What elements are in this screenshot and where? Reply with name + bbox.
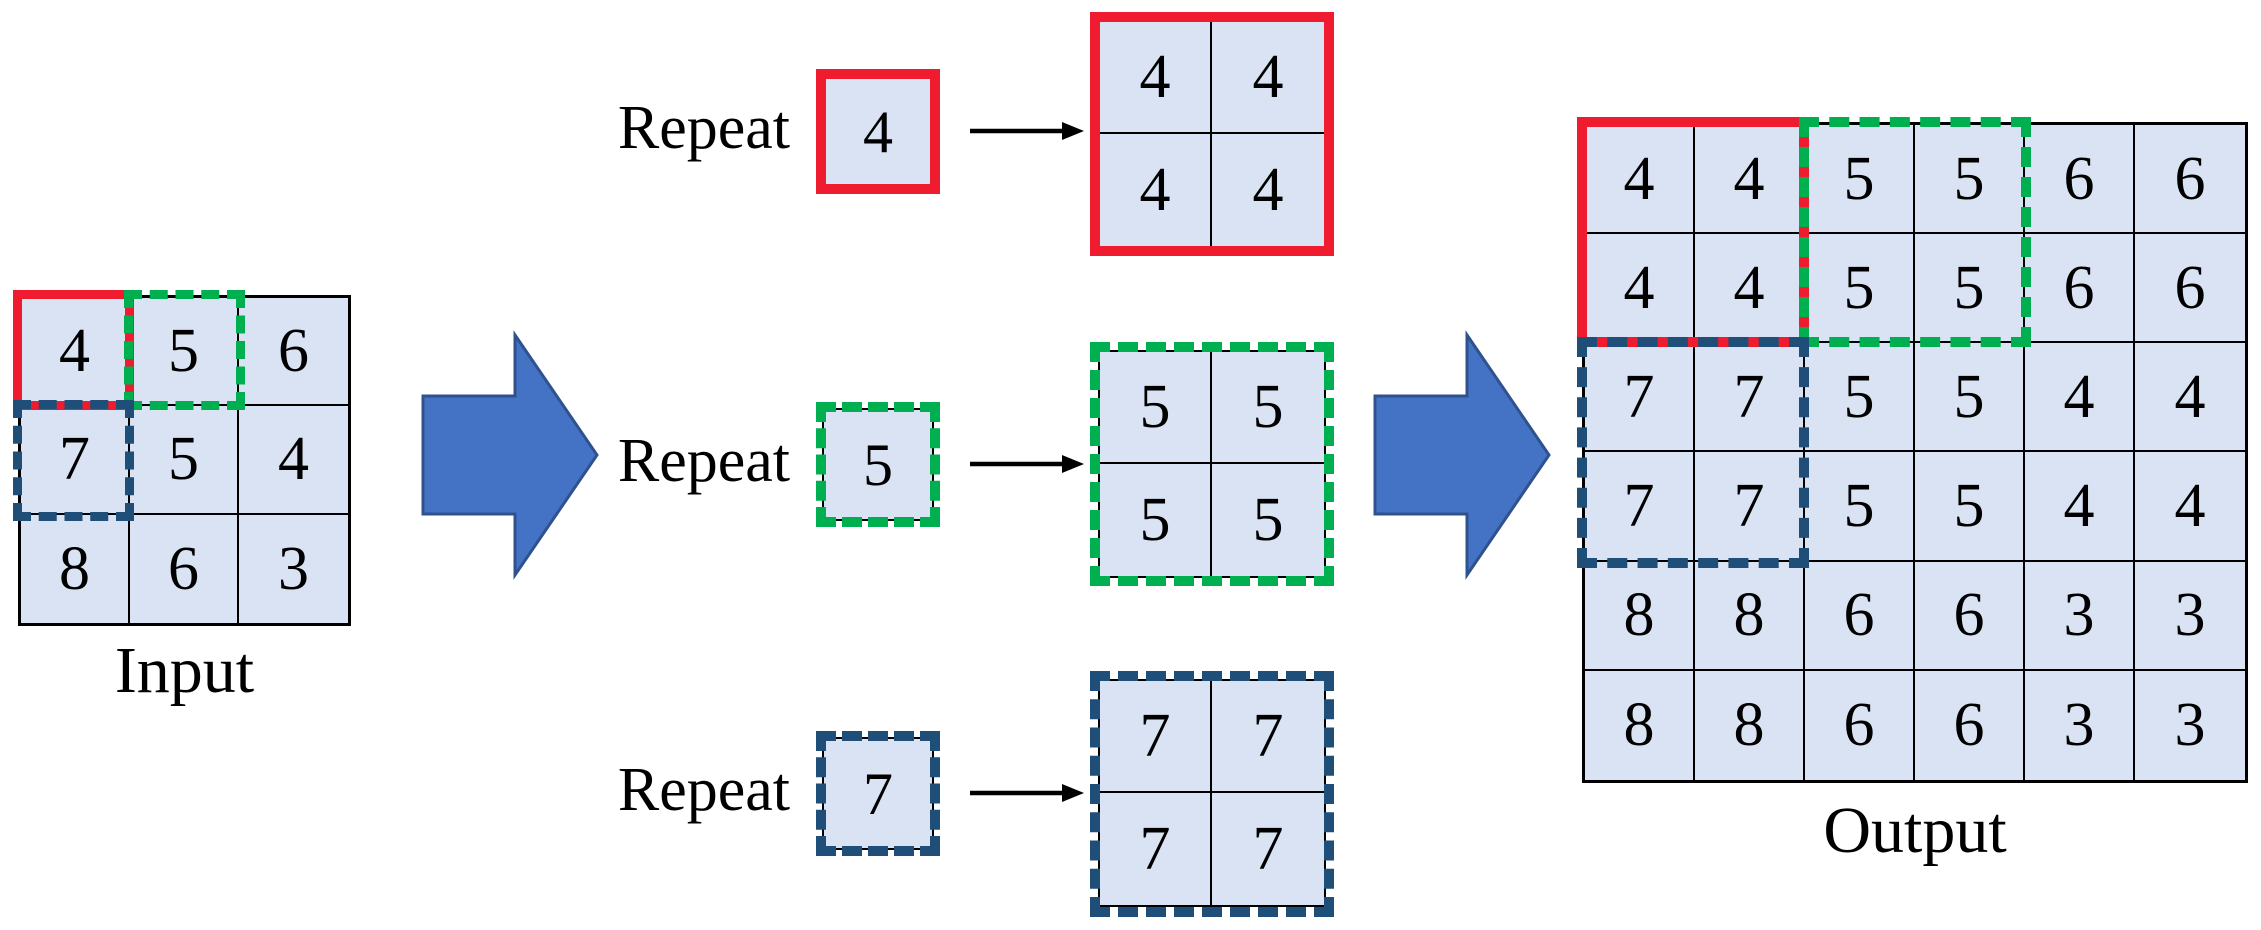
- grid-cell: 6: [1915, 561, 2025, 671]
- grid-cell: 4: [1585, 234, 1695, 344]
- repeat-source-cell: 4: [816, 69, 940, 194]
- grid-cell: 4: [1212, 22, 1324, 134]
- grid-cell: 6: [2135, 234, 2245, 344]
- grid-cell: 7: [1695, 452, 1805, 562]
- grid-cell: 6: [130, 514, 239, 623]
- grid-cell: 4: [1585, 125, 1695, 235]
- repeat-source-cell: 7: [816, 731, 940, 856]
- block-arrow-icon: [1373, 330, 1551, 580]
- grid-cell: 3: [2135, 670, 2245, 780]
- grid-cell: 6: [1915, 670, 2025, 780]
- input-label: Input: [114, 634, 255, 707]
- grid-cell: 8: [1585, 561, 1695, 671]
- grid-cell: 4: [1100, 22, 1212, 134]
- repeat-label: Repeat: [617, 94, 790, 162]
- source-cell-value: 5: [863, 431, 893, 498]
- grid-cell: 4: [1695, 234, 1805, 344]
- grid-cell: 5: [130, 298, 239, 407]
- grid-cell: 3: [2135, 561, 2245, 671]
- grid-cell: 3: [2025, 561, 2135, 671]
- grid-cell: 3: [239, 514, 348, 623]
- grid-cell: 5: [1915, 234, 2025, 344]
- grid-cell: 5: [1100, 464, 1212, 576]
- grid-cell: 4: [2135, 343, 2245, 453]
- grid-cell: 6: [2025, 234, 2135, 344]
- grid-cell: 5: [1915, 343, 2025, 453]
- grid-cell: 5: [1212, 352, 1324, 464]
- grid-cell: 7: [1212, 793, 1324, 905]
- grid-cell: 8: [21, 514, 130, 623]
- grid-cell: 8: [1585, 670, 1695, 780]
- grid-cell: 6: [239, 298, 348, 407]
- grid-cell: 7: [1100, 793, 1212, 905]
- repeat-source-cell: 5: [816, 402, 940, 527]
- grid-cell: 4: [1695, 125, 1805, 235]
- block-arrow-icon: [421, 330, 599, 580]
- grid-cell: 3: [2025, 670, 2135, 780]
- arrow-right-icon: [970, 784, 1084, 802]
- grid-cell: 7: [1100, 681, 1212, 793]
- grid-cell: 8: [1695, 670, 1805, 780]
- repeat-label: Repeat: [617, 427, 790, 495]
- grid-cell: 4: [239, 406, 348, 515]
- arrow-right-icon: [970, 455, 1084, 473]
- grid-cell: 5: [130, 406, 239, 515]
- grid-cell: 5: [1805, 452, 1915, 562]
- grid-cell: 4: [2135, 452, 2245, 562]
- repeat-label: Repeat: [617, 756, 790, 824]
- grid-cell: 5: [1212, 464, 1324, 576]
- grid-cell: 7: [1585, 452, 1695, 562]
- grid-cell: 5: [1805, 343, 1915, 453]
- grid-cell: 4: [1212, 134, 1324, 246]
- source-cell-value: 7: [863, 760, 893, 827]
- grid-cell: 6: [2135, 125, 2245, 235]
- source-cell-value: 4: [863, 98, 893, 165]
- grid-cell: 5: [1805, 125, 1915, 235]
- grid-cell: 5: [1805, 234, 1915, 344]
- grid-cell: 5: [1100, 352, 1212, 464]
- grid-cell: 6: [1805, 561, 1915, 671]
- grid-cell: 4: [2025, 343, 2135, 453]
- arrow-right-icon: [970, 122, 1084, 140]
- grid-cell: 6: [2025, 125, 2135, 235]
- grid-cell: 7: [1585, 343, 1695, 453]
- grid-cell: 7: [1212, 681, 1324, 793]
- grid-cell: 5: [1915, 125, 2025, 235]
- grid-cell: 4: [1100, 134, 1212, 246]
- grid-cell: 6: [1805, 670, 1915, 780]
- grid-cell: 4: [2025, 452, 2135, 562]
- grid-cell: 7: [21, 406, 130, 515]
- grid-cell: 8: [1695, 561, 1805, 671]
- grid-cell: 5: [1915, 452, 2025, 562]
- grid-cell: 7: [1695, 343, 1805, 453]
- grid-cell: 4: [21, 298, 130, 407]
- output-label: Output: [1823, 794, 2007, 867]
